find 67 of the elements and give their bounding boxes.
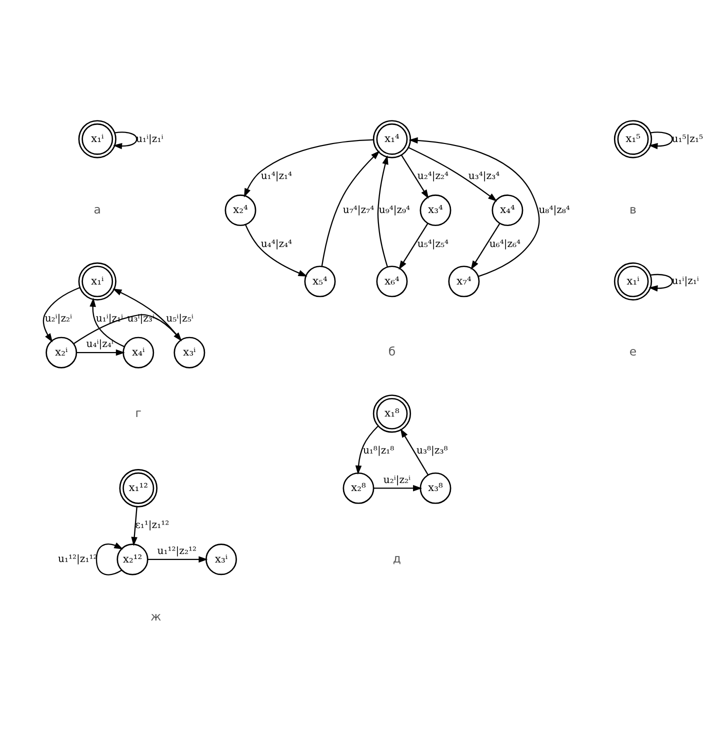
arrow	[648, 274, 673, 292]
node-circle: x₄⁴	[492, 194, 524, 226]
arrow	[400, 428, 429, 476]
arrow	[244, 139, 374, 198]
node-circle: x₃ⁱ	[206, 544, 237, 576]
edge-label: u₃⁴|z₃⁴	[468, 170, 500, 182]
arrow	[374, 485, 422, 492]
edge-label: u₁⁸|z₁⁸	[362, 446, 394, 457]
edge-label: u₄⁴|z₄⁴	[260, 238, 292, 250]
arrow	[245, 224, 308, 276]
label: ж	[150, 609, 162, 624]
arrow	[42, 287, 80, 342]
edge-label: u₆⁴|z₆⁴	[489, 238, 521, 250]
arrow	[321, 150, 380, 266]
arrow	[90, 298, 125, 348]
label: в	[630, 202, 636, 216]
arrow	[96, 542, 124, 576]
arrow	[408, 137, 540, 278]
node-circle: x₅⁴	[304, 266, 336, 298]
node-circle: x₂⁴	[224, 194, 256, 226]
label: г	[135, 406, 142, 420]
node-circle: x₆⁴	[376, 266, 408, 298]
node-circle: x₇⁴	[448, 266, 480, 298]
arrow	[400, 154, 429, 199]
label: д	[392, 552, 402, 566]
edge-label: ε₁¹|z₁¹²	[135, 520, 170, 532]
node-circle: x₁⁴	[372, 120, 412, 158]
arrow	[470, 223, 500, 270]
node-circle: x₂ⁱ	[46, 336, 78, 368]
node-circle: x₄ⁱ	[122, 336, 154, 368]
node-circle: x₂¹²	[116, 544, 148, 576]
arrow	[76, 349, 125, 356]
edge-label: u₉⁴|z₉⁴	[378, 204, 410, 216]
arrow	[408, 146, 498, 202]
edge-label: u₇⁴|z₇⁴	[342, 204, 374, 216]
edge-label: u₁¹²|z₂¹²	[157, 546, 197, 558]
edge-label: u₅ⁱ|z₅ⁱ	[166, 313, 194, 324]
edge-label: u₂ⁱ|z₂ⁱ	[44, 313, 72, 324]
node-circle: x₁⁵	[614, 120, 652, 158]
node-circle: x₁⁸	[372, 394, 412, 433]
node-circle: x₁ⁱ	[78, 262, 116, 301]
arrow	[148, 556, 208, 563]
edge-label: u₅⁴|z₅⁴	[417, 238, 449, 250]
edge-label: u₁ⁱ|z₁ⁱ	[672, 276, 699, 288]
arrow	[131, 506, 138, 546]
arrow	[355, 426, 378, 475]
edge-label: u₂ⁱ|z₂ⁱ	[383, 474, 411, 486]
label: б	[388, 344, 396, 359]
arrow	[648, 132, 673, 150]
node-circle: x₃⁸	[420, 472, 452, 504]
edge-label: u₈⁴|z₈⁴	[538, 204, 570, 216]
edge-label: u₁⁴|z₁⁴	[260, 170, 292, 182]
arrow	[377, 155, 388, 267]
node-circle: x₁ⁱ	[614, 262, 652, 301]
edge-label: u₂⁴|z₂⁴	[417, 170, 449, 182]
edge-label: u₃⁸|z₃⁸	[416, 446, 448, 457]
node-circle: x₁¹²	[119, 469, 158, 508]
node-circle: x₁ⁱ	[78, 120, 116, 158]
arrow	[398, 223, 428, 270]
edge-label: u₄ⁱ|z₄ⁱ	[86, 339, 114, 350]
node-circle: x₂⁸	[342, 472, 374, 504]
arrow	[112, 132, 138, 150]
label: а	[94, 202, 101, 216]
label: е	[629, 344, 637, 359]
node-circle: x₃⁴	[420, 194, 452, 226]
edge-label: u₃ⁱ|z₃ⁱ	[127, 313, 154, 324]
node-circle: x₃ⁱ	[174, 336, 206, 368]
